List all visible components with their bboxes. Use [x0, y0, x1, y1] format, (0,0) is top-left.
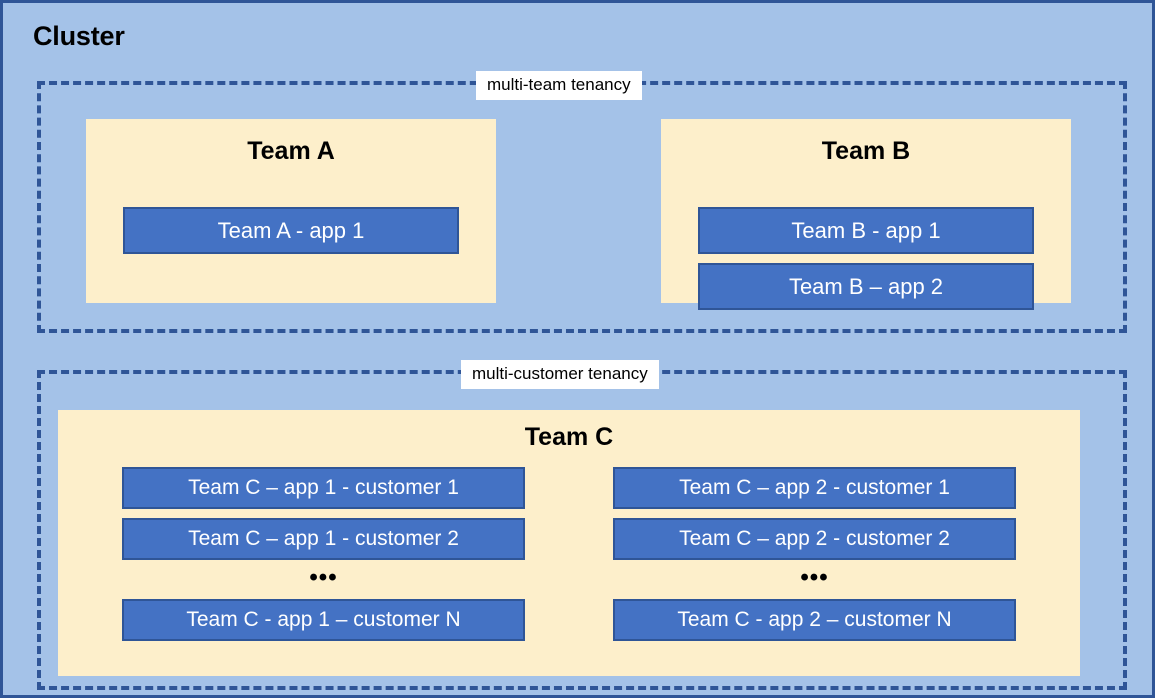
team-title-team-a: Team A — [247, 137, 335, 165]
app-box-team-c-app-1-customer-2[interactable]: Team C – app 1 - customer 2 — [122, 518, 525, 560]
app-box-team-c-app-2-customer-n[interactable]: Team C - app 2 – customer N — [613, 599, 1016, 641]
tenancy-group-multi-customer: multi-customer tenancy — [37, 360, 1127, 690]
app-box-team-c-app-1-customer-n[interactable]: Team C - app 1 – customer N — [122, 599, 525, 641]
app-box-team-a-app-1[interactable]: Team A - app 1 — [123, 207, 459, 254]
tenancy-group-multi-team: multi-team tenancy — [37, 71, 1127, 333]
tenancy-label-multi-team: multi-team tenancy — [476, 71, 642, 100]
app-list-team-b: Team B - app 1 Team B – app 2 — [698, 207, 1034, 319]
app-box-team-c-app-1-customer-1[interactable]: Team C – app 1 - customer 1 — [122, 467, 525, 509]
ellipsis-team-c-app-2: ••• — [800, 564, 829, 591]
app-box-team-c-app-2-customer-1[interactable]: Team C – app 2 - customer 1 — [613, 467, 1016, 509]
app-box-team-c-app-2-customer-2[interactable]: Team C – app 2 - customer 2 — [613, 518, 1016, 560]
app-column-team-c-app-2: Team C – app 2 - customer 1 Team C – app… — [613, 467, 1016, 650]
team-box-team-b: Team B Team B - app 1 Team B – app 2 — [661, 119, 1071, 310]
app-list-team-a: Team A - app 1 — [123, 207, 459, 263]
app-column-team-c-app-1: Team C – app 1 - customer 1 Team C – app… — [122, 467, 525, 650]
team-box-team-c: Team C Team C – app 1 - customer 1 Team … — [58, 410, 1080, 676]
page-title: Cluster — [33, 21, 125, 51]
team-box-team-a: Team A Team A - app 1 — [86, 119, 496, 303]
app-box-team-b-app-1[interactable]: Team B - app 1 — [698, 207, 1034, 254]
ellipsis-team-c-app-1: ••• — [309, 564, 338, 591]
app-box-team-b-app-2[interactable]: Team B – app 2 — [698, 263, 1034, 310]
team-title-team-b: Team B — [821, 137, 911, 165]
team-c-columns: Team C – app 1 - customer 1 Team C – app… — [58, 467, 1080, 650]
tenancy-label-multi-customer: multi-customer tenancy — [461, 360, 659, 389]
team-title-team-c: Team C — [524, 423, 614, 451]
